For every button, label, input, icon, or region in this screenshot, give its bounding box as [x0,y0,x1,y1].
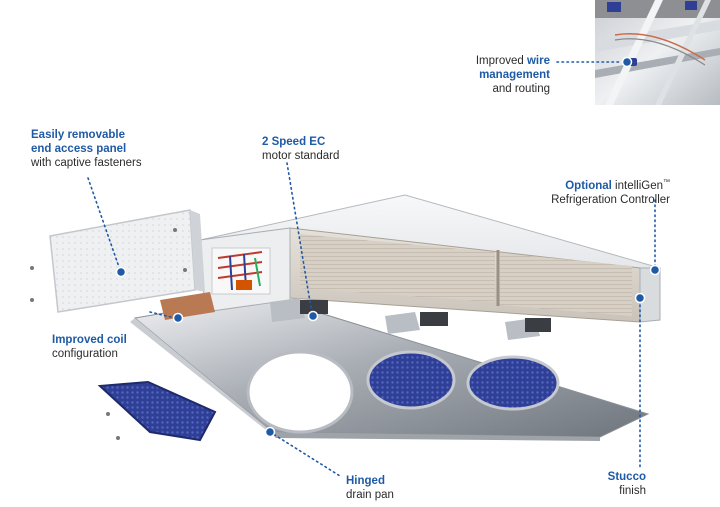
callout-stucco-finish: Stucco finish [607,471,646,497]
drain-pan [130,295,650,441]
callout-intelligen-controller: Optional intelliGen™ Refrigeration Contr… [551,179,670,206]
end-access-panel [30,209,205,313]
fan-guard [97,380,217,442]
callout-wire-management: Improved wire management and routing [475,55,550,95]
callout-end-access-panel: Easily removable end access panel with c… [31,129,142,169]
callout-coil-configuration: Improved coil configuration [52,334,127,360]
callout-dots [115,56,661,438]
evaporator-cabinet [160,194,661,340]
callout-ec-motor: 2 Speed EC motor standard [262,136,340,162]
leader-lines [87,61,656,477]
callout-hinged-drain-pan: Hinged drain pan [346,475,394,501]
